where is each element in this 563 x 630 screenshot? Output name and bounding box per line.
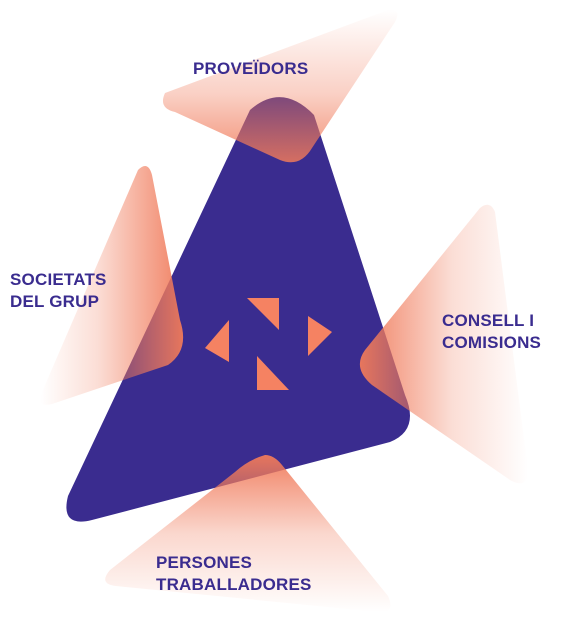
label-persones-treballadores: PERSONES TRABALLADORES — [156, 552, 312, 596]
label-consell-line2: COMISIONS — [442, 333, 542, 352]
logo-triangle-left — [205, 320, 229, 362]
petal-top — [162, 9, 398, 163]
logo-triangle-right — [308, 316, 332, 356]
petal-right — [359, 204, 528, 484]
label-persones-line1: PERSONES — [156, 553, 253, 572]
label-consell-i-comisions: CONSELL I COMISIONS — [442, 310, 541, 354]
label-proveidors-line1: PROVEÏDORS — [193, 59, 309, 78]
label-societats-line2: DEL GRUP — [10, 292, 100, 311]
logo-triangle-bottom — [257, 356, 289, 390]
label-societats-line1: SOCIETATS — [10, 270, 107, 289]
label-consell-line1: CONSELL I — [442, 311, 535, 330]
label-societats-del-grup: SOCIETATS DEL GRUP — [10, 269, 107, 313]
stakeholder-logo-icon — [205, 298, 332, 390]
petal-bottom — [105, 455, 391, 613]
label-persones-line2: TRABALLADORES — [156, 575, 312, 594]
logo-triangle-top — [247, 298, 279, 330]
central-triangle — [66, 97, 411, 522]
label-proveidors: PROVEÏDORS — [193, 58, 308, 80]
petal-left — [40, 166, 184, 405]
